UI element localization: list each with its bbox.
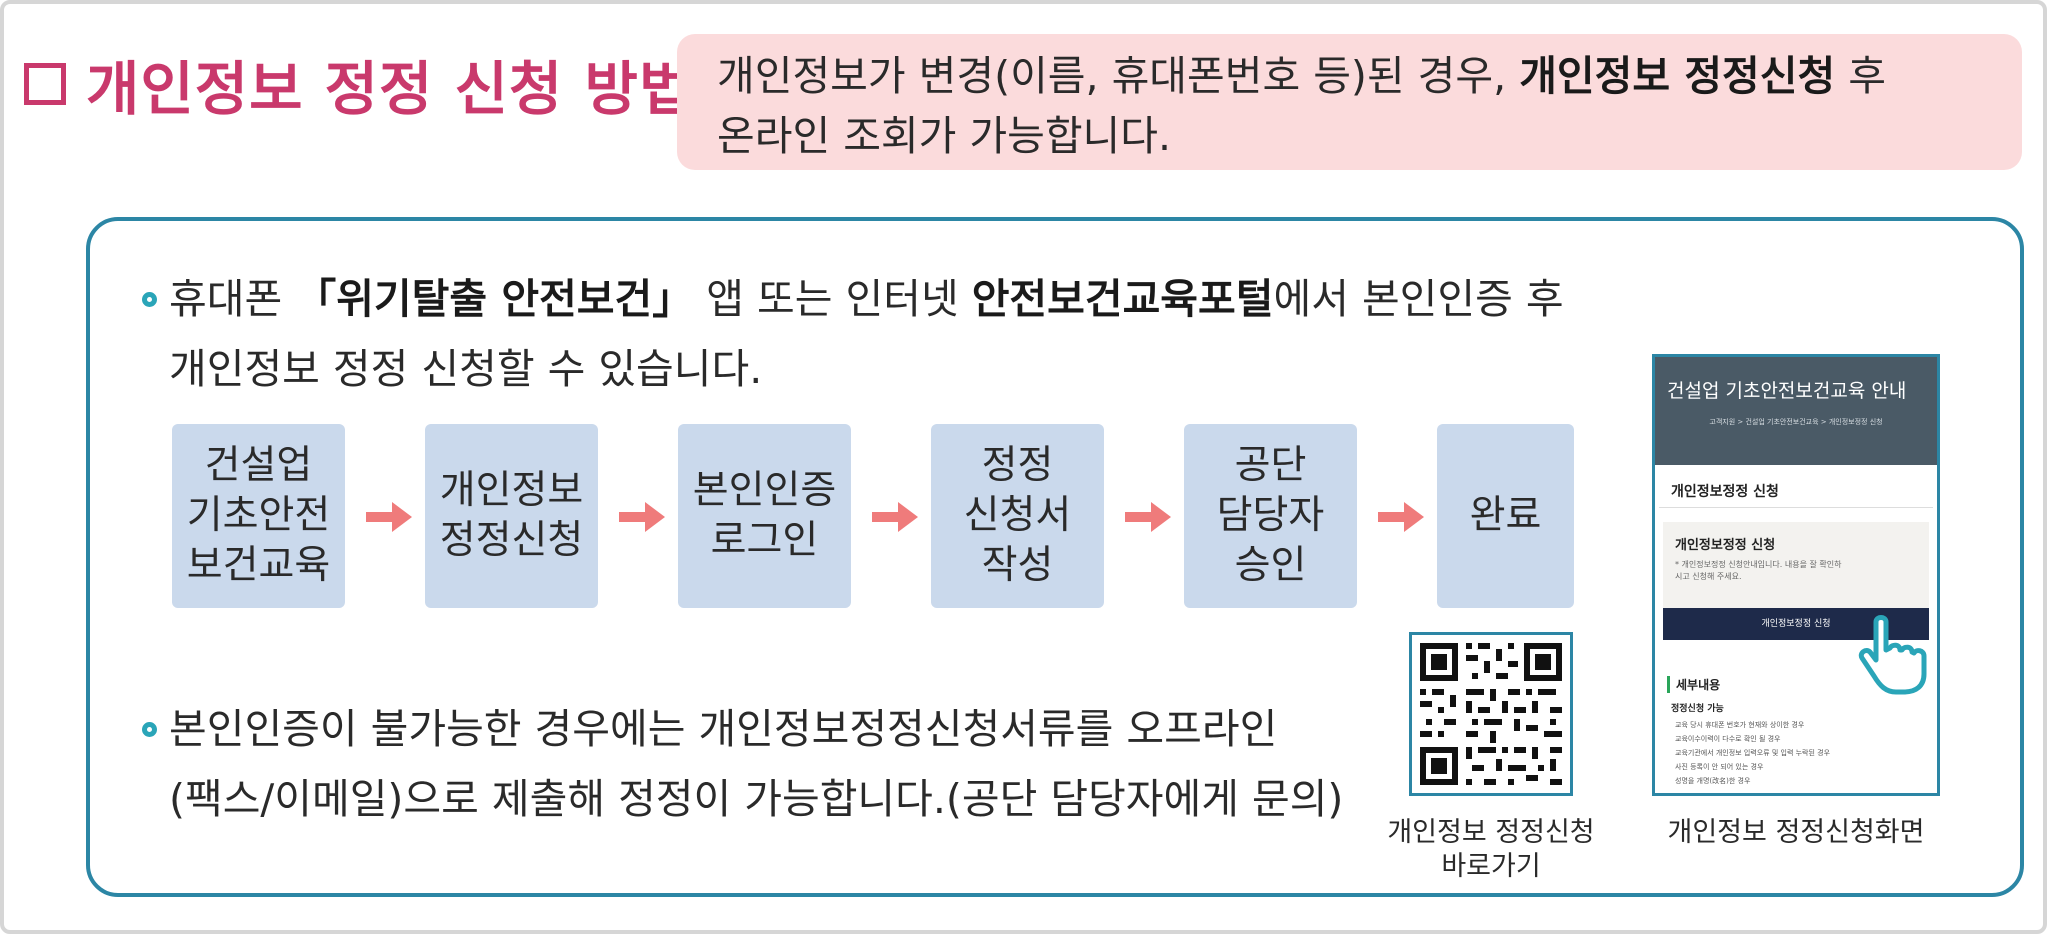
breadcrumb: 고객지원 > 건설업 기초안전보건교육 > 개인정보정정 신청 (1709, 418, 1883, 426)
qr-caption: 개인정보 정정신청 바로가기 (1374, 816, 1608, 884)
arrow-right-icon (1378, 502, 1424, 532)
step-label: 건설업 (204, 443, 313, 488)
arrow-right-icon (366, 502, 412, 532)
square-outline-icon (24, 63, 66, 105)
notice-text-end: 후 (1835, 52, 1886, 100)
step-label: 신청서 (963, 493, 1072, 538)
step-label: 개인정보 (439, 468, 584, 513)
bullet-online-line-2: 개인정보 정정 신청할 수 있습니다. (169, 345, 763, 393)
page-title: 개인정보 정정 신청 방법 (86, 55, 694, 123)
screenshot-card-desc: 시고 신청해 주세요. (1675, 572, 1742, 581)
qr-code[interactable] (1409, 632, 1573, 796)
circle-bullet-icon (142, 722, 157, 737)
bullet-online: 휴대폰 「위기탈출 안전보건」 앱 또는 인터넷 안전보건교육포털에서 본인인증… (142, 264, 1564, 404)
circle-bullet-icon (142, 292, 157, 307)
screenshot-section-title: 개인정보정정 신청 (1659, 465, 1933, 508)
step-label: 로그인 (710, 518, 819, 563)
bullet-offline: 본인인증이 불가능한 경우에는 개인정보정정신청서류를 오프라인 (팩스/이메일… (142, 694, 1343, 834)
step-label: 기초안전 (186, 493, 331, 538)
screenshot-caption: 개인정보 정정신청화면 (1667, 817, 1925, 848)
step-label: 승인 (1234, 543, 1307, 588)
list-item: 사진 등록이 안 되어 있는 경우 (1675, 763, 1764, 771)
bullet-offline-line-1: 본인인증이 불가능한 경우에는 개인정보정정신청서류를 오프라인 (169, 705, 1278, 753)
qr-caption-line-1: 개인정보 정정신청 (1387, 817, 1595, 848)
step-label: 작성 (981, 543, 1054, 588)
step-label: 정정신청 (439, 518, 584, 563)
list-item: 교육 당시 휴대폰 번호가 현재와 상이한 경우 (1675, 721, 1805, 729)
step-6: 완료 (1437, 424, 1574, 608)
step-label: 보건교육 (186, 543, 331, 588)
bullet-online-line-1: 휴대폰 「위기탈출 안전보건」 앱 또는 인터넷 안전보건교육포털에서 본인인증… (169, 264, 1564, 334)
application-screenshot: 건설업 기초안전보건교육 안내 고객지원 > 건설업 기초안전보건교육 > 개인… (1652, 354, 1940, 796)
bullet-text: 앱 또는 인터넷 (693, 275, 972, 323)
bullet-text: 에서 본인인증 후 (1273, 275, 1564, 323)
arrow-right-icon (872, 502, 918, 532)
screenshot-card-desc: * 개인정보정정 신청안내입니다. 내용을 잘 확인하 (1675, 560, 1842, 569)
bullet-offline-text: 본인인증이 불가능한 경우에는 개인정보정정신청서류를 오프라인 (팩스/이메일… (169, 694, 1343, 834)
notice-line-2: 온라인 조회가 가능합니다. (717, 112, 1172, 160)
portal-name: 안전보건교육포털 (971, 275, 1274, 323)
arrow-right-icon (619, 502, 665, 532)
arrow-right-icon (1125, 502, 1171, 532)
section-title: 개인정보 정정 신청 방법 (24, 42, 693, 126)
bullet-online-text: 휴대폰 「위기탈출 안전보건」 앱 또는 인터넷 안전보건교육포털에서 본인인증… (169, 264, 1564, 404)
content-panel (86, 217, 2024, 897)
screenshot-card-title: 개인정보정정 신청 (1675, 538, 1776, 553)
screenshot-subtitle: 정정신청 가능 (1671, 704, 1724, 714)
step-label: 본인인증 (692, 468, 837, 513)
qr-code-image (1420, 643, 1562, 785)
screenshot-detail-title: 세부내용 (1667, 676, 1925, 693)
pointing-hand-icon (1858, 615, 1927, 695)
bullet-text: 휴대폰 (169, 275, 296, 323)
list-item: 교육기관에서 개인정보 입력오류 및 입력 누락된 경우 (1675, 749, 1831, 757)
screenshot-header: 건설업 기초안전보건교육 안내 고객지원 > 건설업 기초안전보건교육 > 개인… (1655, 357, 1937, 465)
notice-line-1: 개인정보가 변경(이름, 휴대폰번호 등)된 경우, 개인정보 정정신청 후 (717, 46, 1982, 106)
app-name: 「위기탈출 안전보건」 (295, 275, 694, 323)
screenshot-card: 개인정보정정 신청 * 개인정보정정 신청안내입니다. 내용을 잘 확인하 시고… (1663, 522, 1929, 608)
notice-text: 개인정보가 변경(이름, 휴대폰번호 등)된 경우, (717, 52, 1520, 100)
step-label: 공단 (1234, 443, 1307, 488)
step-label: 담당자 (1216, 493, 1325, 538)
list-item: 성명을 개명(改名)한 경우 (1675, 777, 1751, 785)
screenshot-header-title: 건설업 기초안전보건교육 안내 (1667, 380, 1907, 402)
step-label: 완료 (1469, 493, 1542, 538)
notice-emphasis: 개인정보 정정신청 (1519, 52, 1836, 100)
qr-caption-line-2: 바로가기 (1441, 851, 1541, 882)
list-item: 교육이수이력이 다수로 확인 될 경우 (1675, 735, 1781, 743)
notice-box: 개인정보가 변경(이름, 휴대폰번호 등)된 경우, 개인정보 정정신청 후 온… (677, 34, 2022, 170)
step-label: 정정 (981, 443, 1054, 488)
bullet-offline-line-2: (팩스/이메일)으로 제출해 정정이 가능합니다.(공단 담당자에게 문의) (169, 775, 1344, 823)
